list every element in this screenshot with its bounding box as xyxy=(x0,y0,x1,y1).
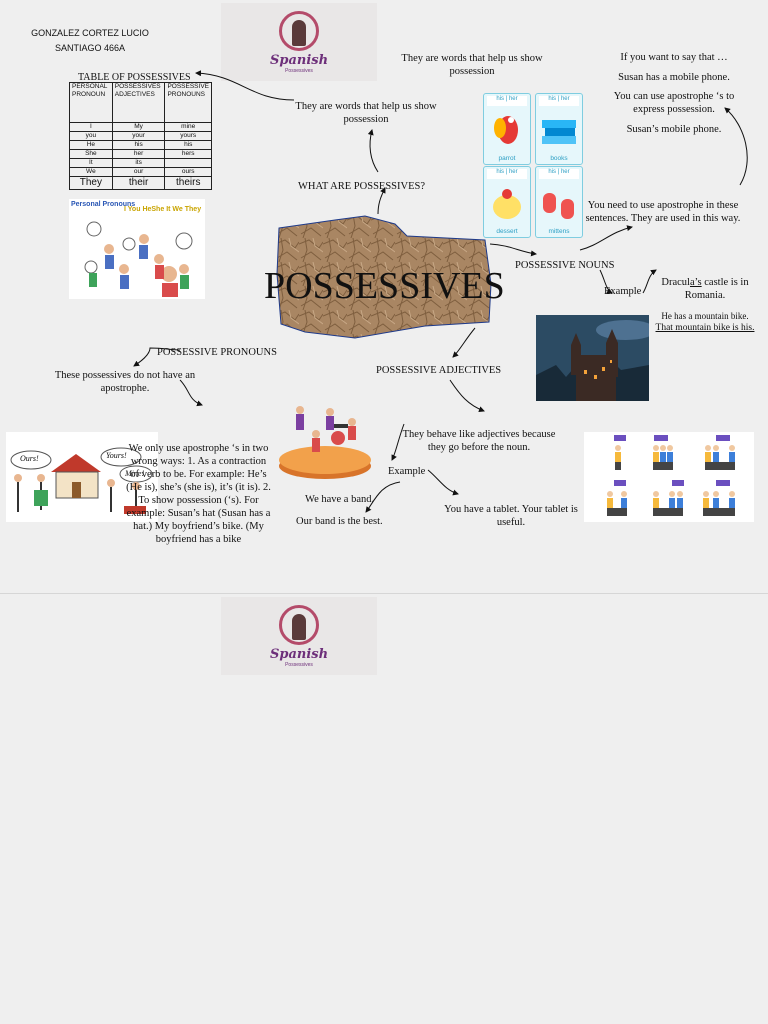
table-cell: their xyxy=(111,176,166,190)
speech-ours: Ours! xyxy=(20,454,39,463)
table-header-cell: POSSESSIVE PRONOUNS xyxy=(164,82,212,123)
card-books: his | her books xyxy=(535,93,583,165)
no-apostrophe-note: These possessives do not have an apostro… xyxy=(54,370,196,394)
logo-badge-icon xyxy=(279,10,319,51)
possessive-adjectives-people-image xyxy=(584,432,754,522)
parrot-icon xyxy=(494,116,518,144)
card-label: mittens xyxy=(548,228,570,235)
castle-image xyxy=(536,315,649,401)
logo-text: Spanish xyxy=(269,646,329,662)
connector-arrows xyxy=(133,70,748,513)
band-illustration xyxy=(279,406,371,479)
bike-example-two: That mountain bike is his. xyxy=(655,323,755,333)
bike-example-one: He has a mountain bike. xyxy=(661,311,749,321)
pronoun-words: I You HeShe It We They xyxy=(124,206,201,213)
possessives-table: PERSONAL PRONOUN POSSESSIVES ADJECTIVES … xyxy=(69,82,212,190)
definition-left: They are words that help us show possess… xyxy=(295,101,437,125)
dracula-example: Dracula’s castle is in Romania. xyxy=(655,276,755,302)
people-illustration xyxy=(607,435,735,516)
children-illustration xyxy=(84,221,193,297)
nouns-example-label: Example xyxy=(604,286,642,297)
pronoun-word: He xyxy=(142,206,152,213)
band-image xyxy=(278,400,372,482)
adjective-example-two: Our band is the best. xyxy=(296,516,383,527)
sentence-one: Susan has a mobile phone. xyxy=(618,72,730,83)
speech-yours: Yours! xyxy=(106,451,127,460)
table-header-cell: PERSONAL PRONOUN xyxy=(69,82,113,123)
adjective-example-one: We have a band. xyxy=(305,494,375,505)
speech-mine: Mine! xyxy=(125,469,145,478)
dracula-text-end: castle is in Romania. xyxy=(684,277,749,301)
card-dessert: his | her dessert xyxy=(483,166,531,238)
what-are-possessives-heading: WHAT ARE POSSESSIVES? xyxy=(298,181,425,192)
card-label: books xyxy=(550,155,568,162)
adjectives-behave-text: They behave like adjectives because they… xyxy=(402,429,556,453)
spanish-logo: Spanish Possessives xyxy=(221,3,377,81)
page-divider xyxy=(0,593,768,594)
logo-badge-icon xyxy=(279,604,319,645)
adjectives-example-label: Example xyxy=(388,466,426,477)
card-label: parrot xyxy=(498,155,516,162)
pronoun-word: It xyxy=(166,206,171,213)
author-address: SANTIAGO 466A xyxy=(54,43,126,53)
table-cell: theirs xyxy=(164,176,212,190)
personal-pronouns-caption: Personal Pronouns xyxy=(71,201,136,208)
castle-icon xyxy=(536,315,649,401)
logo-subtitle: Possessives xyxy=(285,661,313,668)
apostrophe-text: You can use apostrophe ‘s to express pos… xyxy=(613,91,735,115)
logo-text: Spanish xyxy=(269,52,329,68)
possessive-pronouns-heading: POSSESSIVE PRONOUNS xyxy=(157,347,277,358)
books-icon xyxy=(542,120,576,144)
apostrophe-wrong-ways-text: We only use apostrophe ‘s in two wrong w… xyxy=(126,443,271,545)
card-header: his | her xyxy=(539,96,579,106)
sentence-two: Susan’s mobile phone. xyxy=(626,124,722,135)
card-label: dessert xyxy=(496,228,518,235)
adjective-example-three: You have a tablet. Your tablet is useful… xyxy=(444,504,578,528)
table-title: TABLE OF POSSESSIVES xyxy=(78,72,191,83)
pronoun-word: I xyxy=(124,206,126,213)
card-header: his | her xyxy=(487,169,527,179)
card-parrot: his | her parrot xyxy=(483,93,531,165)
personal-pronouns-image: Personal Pronouns I You HeShe It We They xyxy=(69,199,205,299)
need-apostrophe-text: You need to use apostrophe in these sent… xyxy=(585,200,741,224)
if-you-want-text: If you want to say that … xyxy=(620,52,728,63)
main-title: POSSESSIVES xyxy=(264,265,505,307)
dessert-icon xyxy=(493,189,521,219)
logo-subtitle: Possessives xyxy=(285,67,313,74)
card-mittens: his | her mittens xyxy=(535,166,583,238)
dracula-text: Dracul xyxy=(661,277,690,288)
pronoun-word: They xyxy=(184,206,202,213)
pronoun-word: She xyxy=(151,206,165,213)
house-family-illustration xyxy=(10,447,153,514)
author-block: GONZALEZ CORTEZ LUCIO SANTIAGO 466A xyxy=(30,27,150,54)
crumpled-paper-background xyxy=(276,215,492,339)
pronoun-word: We xyxy=(172,206,183,213)
mittens-icon xyxy=(543,193,574,219)
definition-top: They are words that help us show possess… xyxy=(401,53,543,77)
card-header: his | her xyxy=(487,96,527,106)
ours-yours-mine-image: Ours! Yours! Mine! xyxy=(6,432,158,522)
author-name: GONZALEZ CORTEZ LUCIO xyxy=(31,28,149,38)
card-header: his | her xyxy=(539,169,579,179)
possessive-nouns-heading: POSSESSIVE NOUNS xyxy=(515,260,615,271)
table-header-row: PERSONAL PRONOUN POSSESSIVES ADJECTIVES … xyxy=(69,82,212,123)
spanish-logo-page-two: Spanish Possessives xyxy=(221,597,377,675)
pronoun-word: You xyxy=(127,206,141,213)
possessive-adjectives-heading: POSSESSIVE ADJECTIVES xyxy=(376,365,502,376)
dracula-underlined: a’s xyxy=(689,277,702,288)
